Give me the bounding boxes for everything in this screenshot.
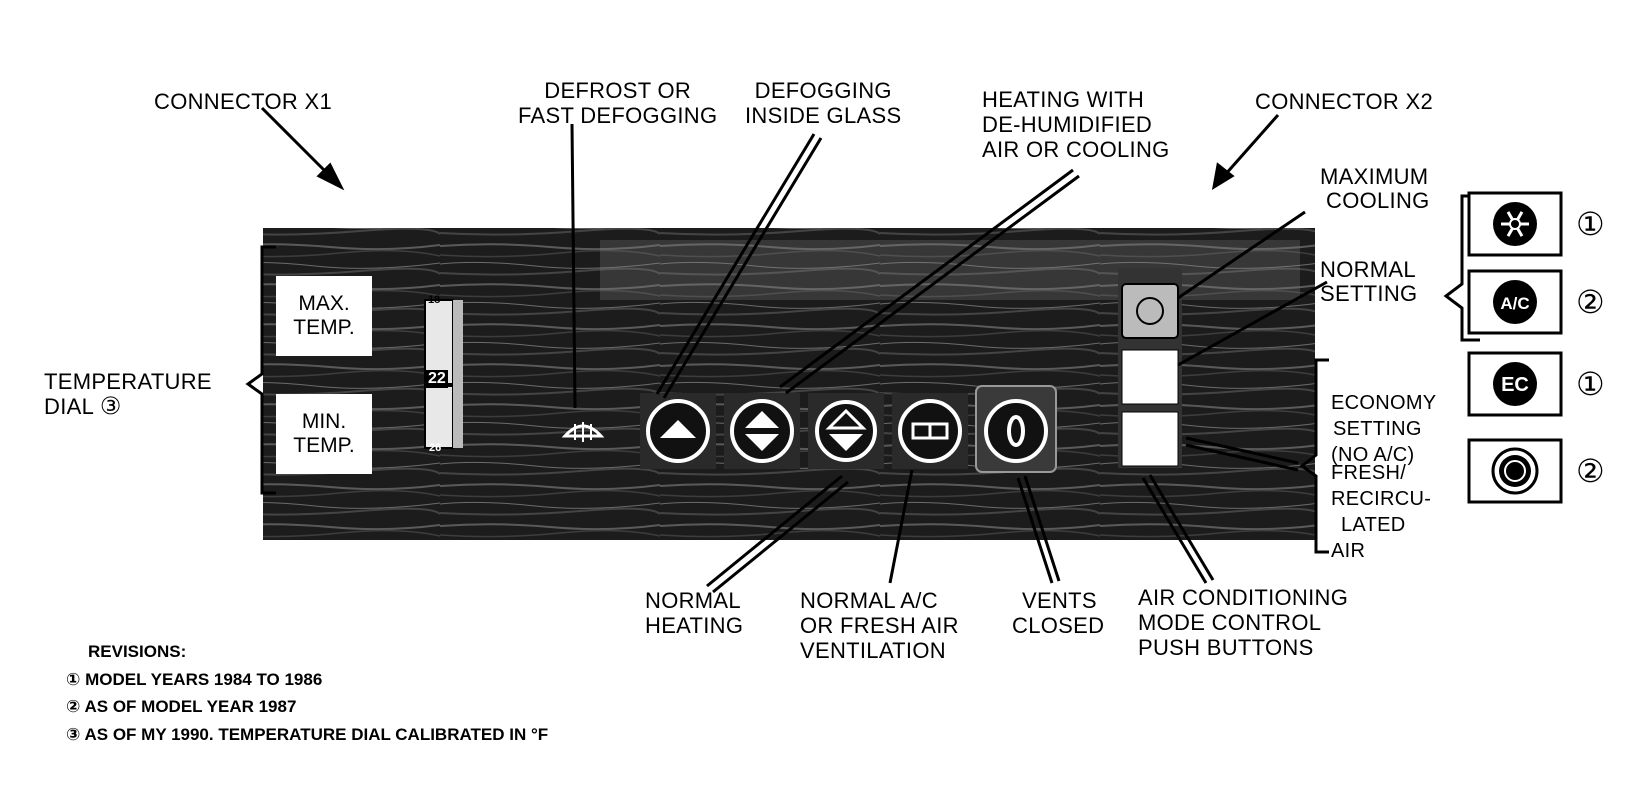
recirculation-icon [1504,460,1526,482]
temperature-dial-label: TEMPERATURE DIAL ③ [44,369,212,420]
normal-ac-button[interactable] [892,393,968,469]
connector-x1-label: CONNECTOR X1 [154,89,332,114]
revision-item-2: ② AS OF MODEL YEAR 1987 [66,697,297,716]
badge-text-2: A/C [1500,294,1529,313]
badge-1 [1467,191,1563,257]
badge-circle-2 [1493,280,1537,324]
revision-ref-3: ③ [99,393,122,420]
revision-item-1: ① MODEL YEARS 1984 TO 1986 [66,670,323,689]
economy-setting-button[interactable] [1121,411,1179,467]
normal-heating-button[interactable] [808,393,884,469]
arrow-up-icon [660,420,696,438]
dial-tick-22: 22 [426,370,448,388]
dial-tick-26: 26 [429,442,442,454]
vent-closed-icon [1007,415,1025,447]
economy-modes-bracket [1299,358,1329,554]
vents-closed-button[interactable] [975,385,1057,473]
max-temp-button[interactable]: MAX.TEMP. [276,276,372,356]
badge-4 [1467,438,1563,504]
connector-x2-label: CONNECTOR X2 [1255,89,1433,114]
maximum-cooling-button[interactable] [1121,283,1179,339]
leader-lines [260,106,1328,594]
badge-ref-4: ② [1576,453,1605,489]
min-temp-button[interactable]: MIN.TEMP. [276,394,372,474]
defrost-icon [561,422,605,442]
badge-2: A/C [1467,269,1563,335]
dial-tick-18: 18 [428,294,441,306]
badge-circle-3 [1493,362,1537,406]
ac-button-icon [1136,297,1164,325]
badge-3: EC [1467,351,1563,417]
arrow-up-icon [745,411,779,428]
normal-setting-button[interactable] [1121,349,1179,405]
revisions-title: REVISIONS: [88,642,187,661]
badge-text-3: EC [1501,374,1529,396]
revision-item-3: ③ AS OF MY 1990. TEMPERATURE DIAL CALIBR… [66,725,549,744]
ac-modes-bracket [1443,194,1480,342]
heating-dehumidified-button[interactable] [724,393,800,469]
arrow-down-icon [829,434,863,451]
badge-ref-3: ① [1576,366,1605,402]
temperature-dial-bracket [245,245,276,495]
arrow-down-icon [745,434,779,451]
badge-ref-2: ② [1576,284,1605,320]
arrow-up-outline-icon [825,408,867,430]
badge-ref-1: ① [1576,206,1605,242]
defogging-button[interactable] [640,393,716,469]
snowflake-icon [1501,211,1529,237]
badge-legend: A/C EC [1467,191,1563,504]
